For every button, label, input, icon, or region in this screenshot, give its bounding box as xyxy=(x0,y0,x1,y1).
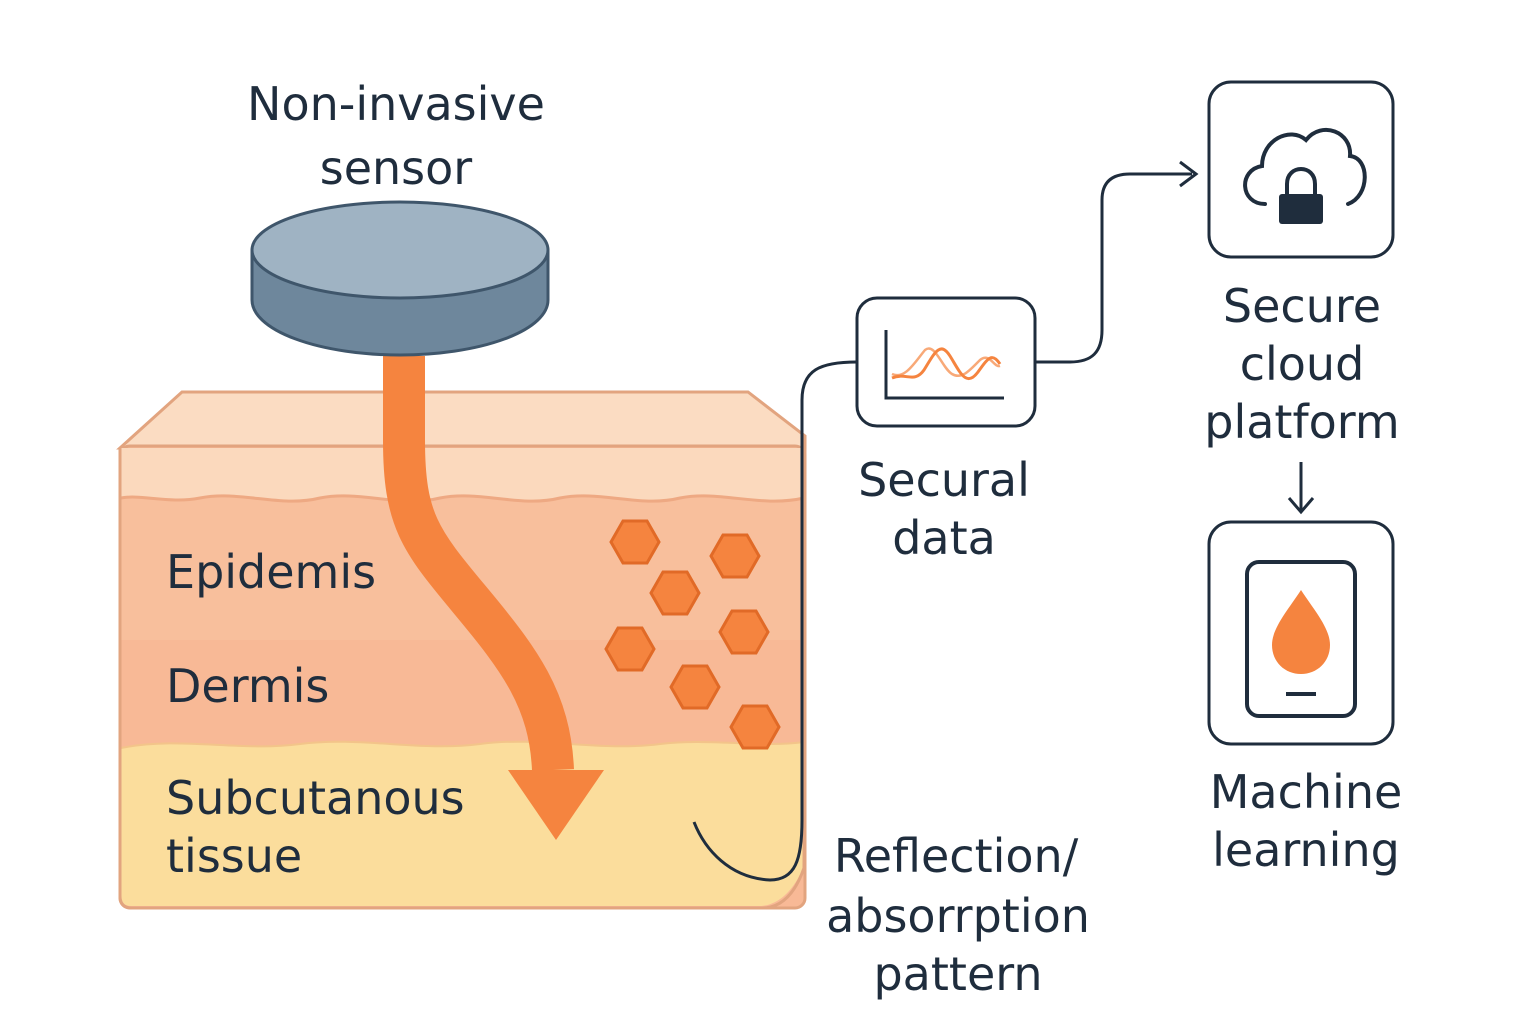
epidermis-boundary xyxy=(120,494,805,503)
skin-block-outline xyxy=(118,435,807,910)
skin-surface-layer xyxy=(121,448,804,502)
glucose-molecule-icon xyxy=(609,519,661,565)
phone-drop-icon xyxy=(1245,560,1357,718)
blood-drop-icon xyxy=(1272,590,1330,674)
subcutaneous-label: Subcutanous xyxy=(166,771,465,825)
light-path-arrow xyxy=(383,356,574,772)
subcutaneous-label: tissue xyxy=(166,829,302,883)
cloud-to-ml-arrowhead xyxy=(1287,497,1315,515)
sensor-device xyxy=(250,200,550,357)
cloud-outline xyxy=(1243,128,1367,206)
dermis-label: Dermis xyxy=(166,659,329,713)
reflection-pattern-label: Reflection/ xyxy=(834,829,1079,883)
data-box-label: data xyxy=(892,511,996,565)
cloud-label: cloud xyxy=(1240,337,1365,391)
reflection-pattern-label: absorrption xyxy=(826,889,1090,943)
waveform-chart-icon xyxy=(884,330,1004,400)
ml-label: learning xyxy=(1212,823,1400,877)
glucose-molecule-icon xyxy=(604,626,656,672)
skin-top-face xyxy=(116,390,807,450)
waveform-line xyxy=(891,347,1002,380)
glucose-molecule-icon xyxy=(729,704,781,750)
subcutaneous-boundary xyxy=(120,740,805,749)
lock-shackle xyxy=(1285,167,1317,194)
glucose-molecule-icon xyxy=(718,609,770,655)
ml-label: Machine xyxy=(1210,765,1403,819)
glucose-molecule-icon xyxy=(669,664,721,710)
cloud-label: platform xyxy=(1204,395,1399,449)
light-path-arrowhead xyxy=(508,770,604,840)
cloud-label: Secure xyxy=(1223,279,1381,333)
phone-outline xyxy=(1245,560,1357,718)
subcutaneous-layer xyxy=(121,741,804,906)
glucose-molecules xyxy=(604,519,781,750)
sensor-top xyxy=(250,200,550,300)
sensor-label: sensor xyxy=(320,141,473,195)
chart-axes xyxy=(884,330,1004,400)
cloud-lock-icon xyxy=(1243,128,1367,224)
waveform-line-2 xyxy=(891,347,1001,377)
glucose-molecule-icon xyxy=(709,533,761,579)
glucose-molecule-icon xyxy=(649,570,701,616)
data-box xyxy=(855,296,1037,428)
data-box-label: Secural xyxy=(858,453,1030,507)
reflection-pattern-label: pattern xyxy=(873,947,1042,1001)
connector-arrowhead xyxy=(1179,160,1199,188)
reflection-connector-line xyxy=(692,360,858,882)
sensor-label: Non-invasive xyxy=(247,77,545,131)
data-to-cloud-connector xyxy=(1035,172,1192,364)
epidermis-label: Epidemis xyxy=(166,545,376,599)
lock-body xyxy=(1279,194,1323,224)
